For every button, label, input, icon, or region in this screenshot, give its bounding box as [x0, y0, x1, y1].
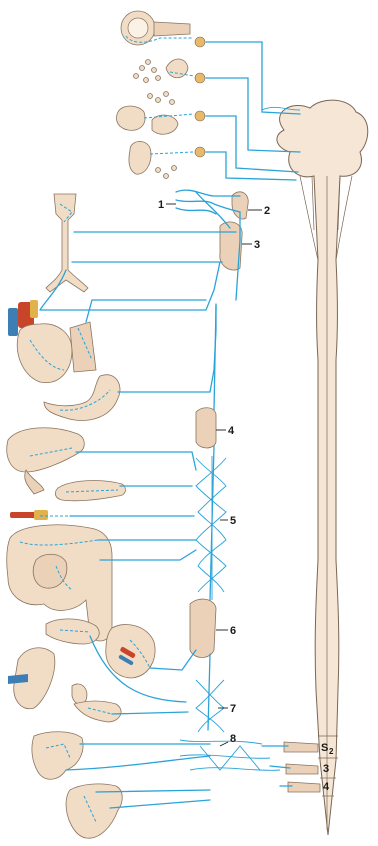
svg-text:1: 1 — [158, 199, 164, 211]
lacrimal-gland — [134, 59, 206, 105]
sacral-roots — [262, 742, 320, 792]
ureter — [72, 684, 121, 722]
kidney — [106, 624, 155, 678]
svg-text:2: 2 — [329, 747, 334, 756]
label-s3: 3 — [323, 763, 329, 775]
parotid-gland — [129, 141, 205, 178]
svg-text:3: 3 — [254, 239, 260, 251]
pancreas — [55, 481, 125, 501]
svg-text:7: 7 — [230, 703, 236, 715]
label-2: 2 — [248, 205, 270, 217]
svg-text:5: 5 — [230, 515, 236, 527]
svg-text:4: 4 — [323, 781, 330, 793]
label-6: 6 — [216, 625, 236, 637]
eye — [121, 11, 205, 47]
spinal-cord — [277, 100, 368, 835]
salivary-glands — [116, 106, 205, 134]
label-5: 5 — [220, 515, 236, 527]
label-8: 8 — [220, 733, 236, 746]
svg-text:3: 3 — [323, 763, 329, 775]
label-3: 3 — [242, 239, 260, 251]
svg-text:4: 4 — [228, 425, 235, 437]
adrenal-vessels — [10, 510, 70, 520]
cervical-ganglia — [176, 190, 248, 300]
svg-text:2: 2 — [264, 205, 270, 217]
svg-text:6: 6 — [230, 625, 236, 637]
label-s4: 4 — [323, 781, 330, 793]
bladder — [32, 732, 83, 780]
label-4: 4 — [216, 425, 235, 437]
trachea — [40, 194, 236, 310]
svg-text:8: 8 — [230, 733, 236, 745]
label-1: 1 — [158, 199, 176, 211]
svg-text:S: S — [321, 742, 328, 754]
heart — [8, 262, 220, 383]
